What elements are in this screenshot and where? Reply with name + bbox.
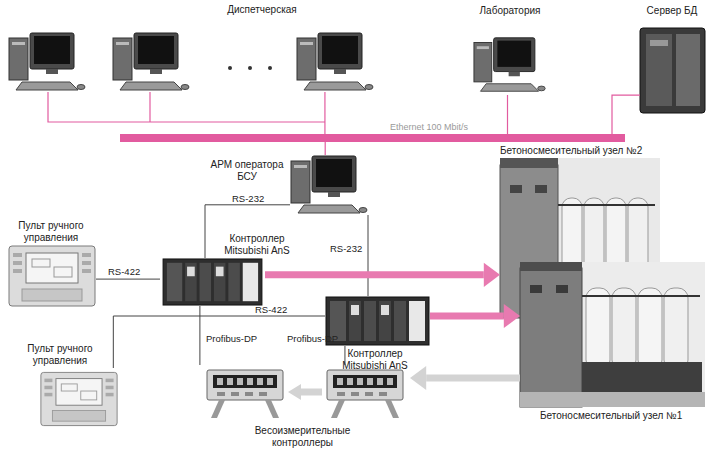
node-caption: Весоизмерительные контроллеры (240, 425, 365, 449)
node-caption: Ethernet 100 Mbit/s (390, 121, 520, 133)
lan-wire (149, 92, 150, 122)
connector-line (199, 306, 200, 365)
connector (430, 304, 520, 328)
plant-window (556, 285, 568, 293)
plc-controller: Контроллер Mitsubishi AnS (325, 296, 430, 346)
computer (474, 38, 545, 91)
control-panel (9, 246, 95, 306)
connector-line (324, 92, 325, 134)
connector (507, 95, 508, 134)
ellipsis-dot (268, 66, 272, 70)
connector (324, 92, 325, 134)
silo (638, 288, 662, 370)
weighing-controller (207, 370, 283, 418)
connector-line (265, 271, 484, 278)
plant-photo (520, 262, 705, 407)
computer (297, 33, 373, 90)
connector (410, 366, 520, 390)
controller (163, 259, 262, 305)
plant-window (530, 285, 542, 293)
connector-line (325, 142, 326, 155)
connector-line (426, 375, 520, 382)
connector (612, 95, 640, 134)
db-server: Сервер БД (640, 28, 705, 113)
server-panel (650, 40, 668, 46)
plant-window (510, 185, 522, 193)
connector-line (430, 313, 504, 320)
server-door (646, 34, 672, 106)
computer (291, 156, 367, 213)
signal-label: RS-232 (232, 193, 264, 204)
connector-line (507, 95, 508, 134)
server-side (676, 34, 700, 106)
plant-roof (500, 158, 558, 168)
silo (612, 288, 636, 370)
connector-line (96, 279, 160, 280)
arrow-head (410, 366, 426, 390)
plant-roof (520, 262, 582, 271)
connector (96, 279, 160, 280)
lan-wire (48, 92, 325, 122)
node-caption: Контроллер Mitsubishi AnS (325, 348, 425, 372)
node-caption: Диспетчерская (192, 4, 332, 16)
node-caption: Сервер БД (622, 5, 711, 17)
gray-arrow-shaft (300, 389, 322, 396)
room-group: Диспетчерская (5, 28, 390, 92)
node-caption: Контроллер Mitsubishi AnS (207, 233, 307, 257)
plant-window (535, 185, 547, 193)
node-caption: Пульт ручного управления (1, 220, 101, 244)
operator-workstation: АРМ оператора БСУ (290, 155, 370, 215)
gray-arrow-head (288, 384, 301, 400)
plant-frame (558, 204, 655, 206)
manual-panel: Пульт ручного управления (40, 368, 118, 430)
silo (664, 288, 688, 370)
connector (199, 306, 200, 365)
signal-label: RS-422 (108, 266, 140, 277)
plant-frame (582, 295, 700, 297)
signal-label: Profibus-DP (287, 333, 338, 344)
weighing-controller (327, 370, 403, 418)
silo (586, 288, 610, 370)
lab-computer: Лаборатория (473, 35, 548, 95)
connector-line (612, 95, 640, 134)
signal-label: Profibus-DP (206, 333, 257, 344)
mixing-plant: Бетоносмесительный узел №1 (520, 262, 705, 407)
computer (113, 33, 189, 90)
connector (325, 142, 326, 155)
signal-label: RS-422 (255, 304, 287, 315)
server-cabinet (640, 28, 705, 113)
arrow-head (504, 304, 520, 328)
node-caption: Бетоносмесительный узел №1 (540, 410, 710, 422)
weighing-group: Весоизмерительные контроллеры (195, 365, 410, 422)
node-caption: Пульт ручного управления (10, 343, 110, 367)
node-caption: Лаборатория (450, 5, 570, 17)
controller (326, 297, 429, 345)
mixing-plant: Бетоносмесительный узел №2 (500, 158, 660, 318)
connector-line (368, 215, 369, 296)
plant-tower (520, 268, 582, 407)
ethernet-band: Ethernet 100 Mbit/s (120, 134, 625, 142)
arrow-head (484, 263, 500, 287)
signal-label: RS-232 (330, 243, 362, 254)
plc-controller: Контроллер Mitsubishi AnS (160, 258, 265, 306)
manual-panel: Пульт ручного управления (8, 245, 96, 307)
control-panel (41, 372, 117, 425)
ellipsis-dot (228, 66, 232, 70)
connector (265, 263, 500, 287)
plant-sky (520, 262, 705, 407)
node-caption: АРМ оператора БСУ (206, 159, 288, 183)
plant-ground (520, 392, 705, 407)
computer (9, 33, 85, 90)
plant-base (582, 362, 702, 392)
node-caption: Бетоносмесительный узел №2 (500, 145, 670, 157)
connector (368, 215, 369, 296)
ellipsis-dot (248, 66, 252, 70)
